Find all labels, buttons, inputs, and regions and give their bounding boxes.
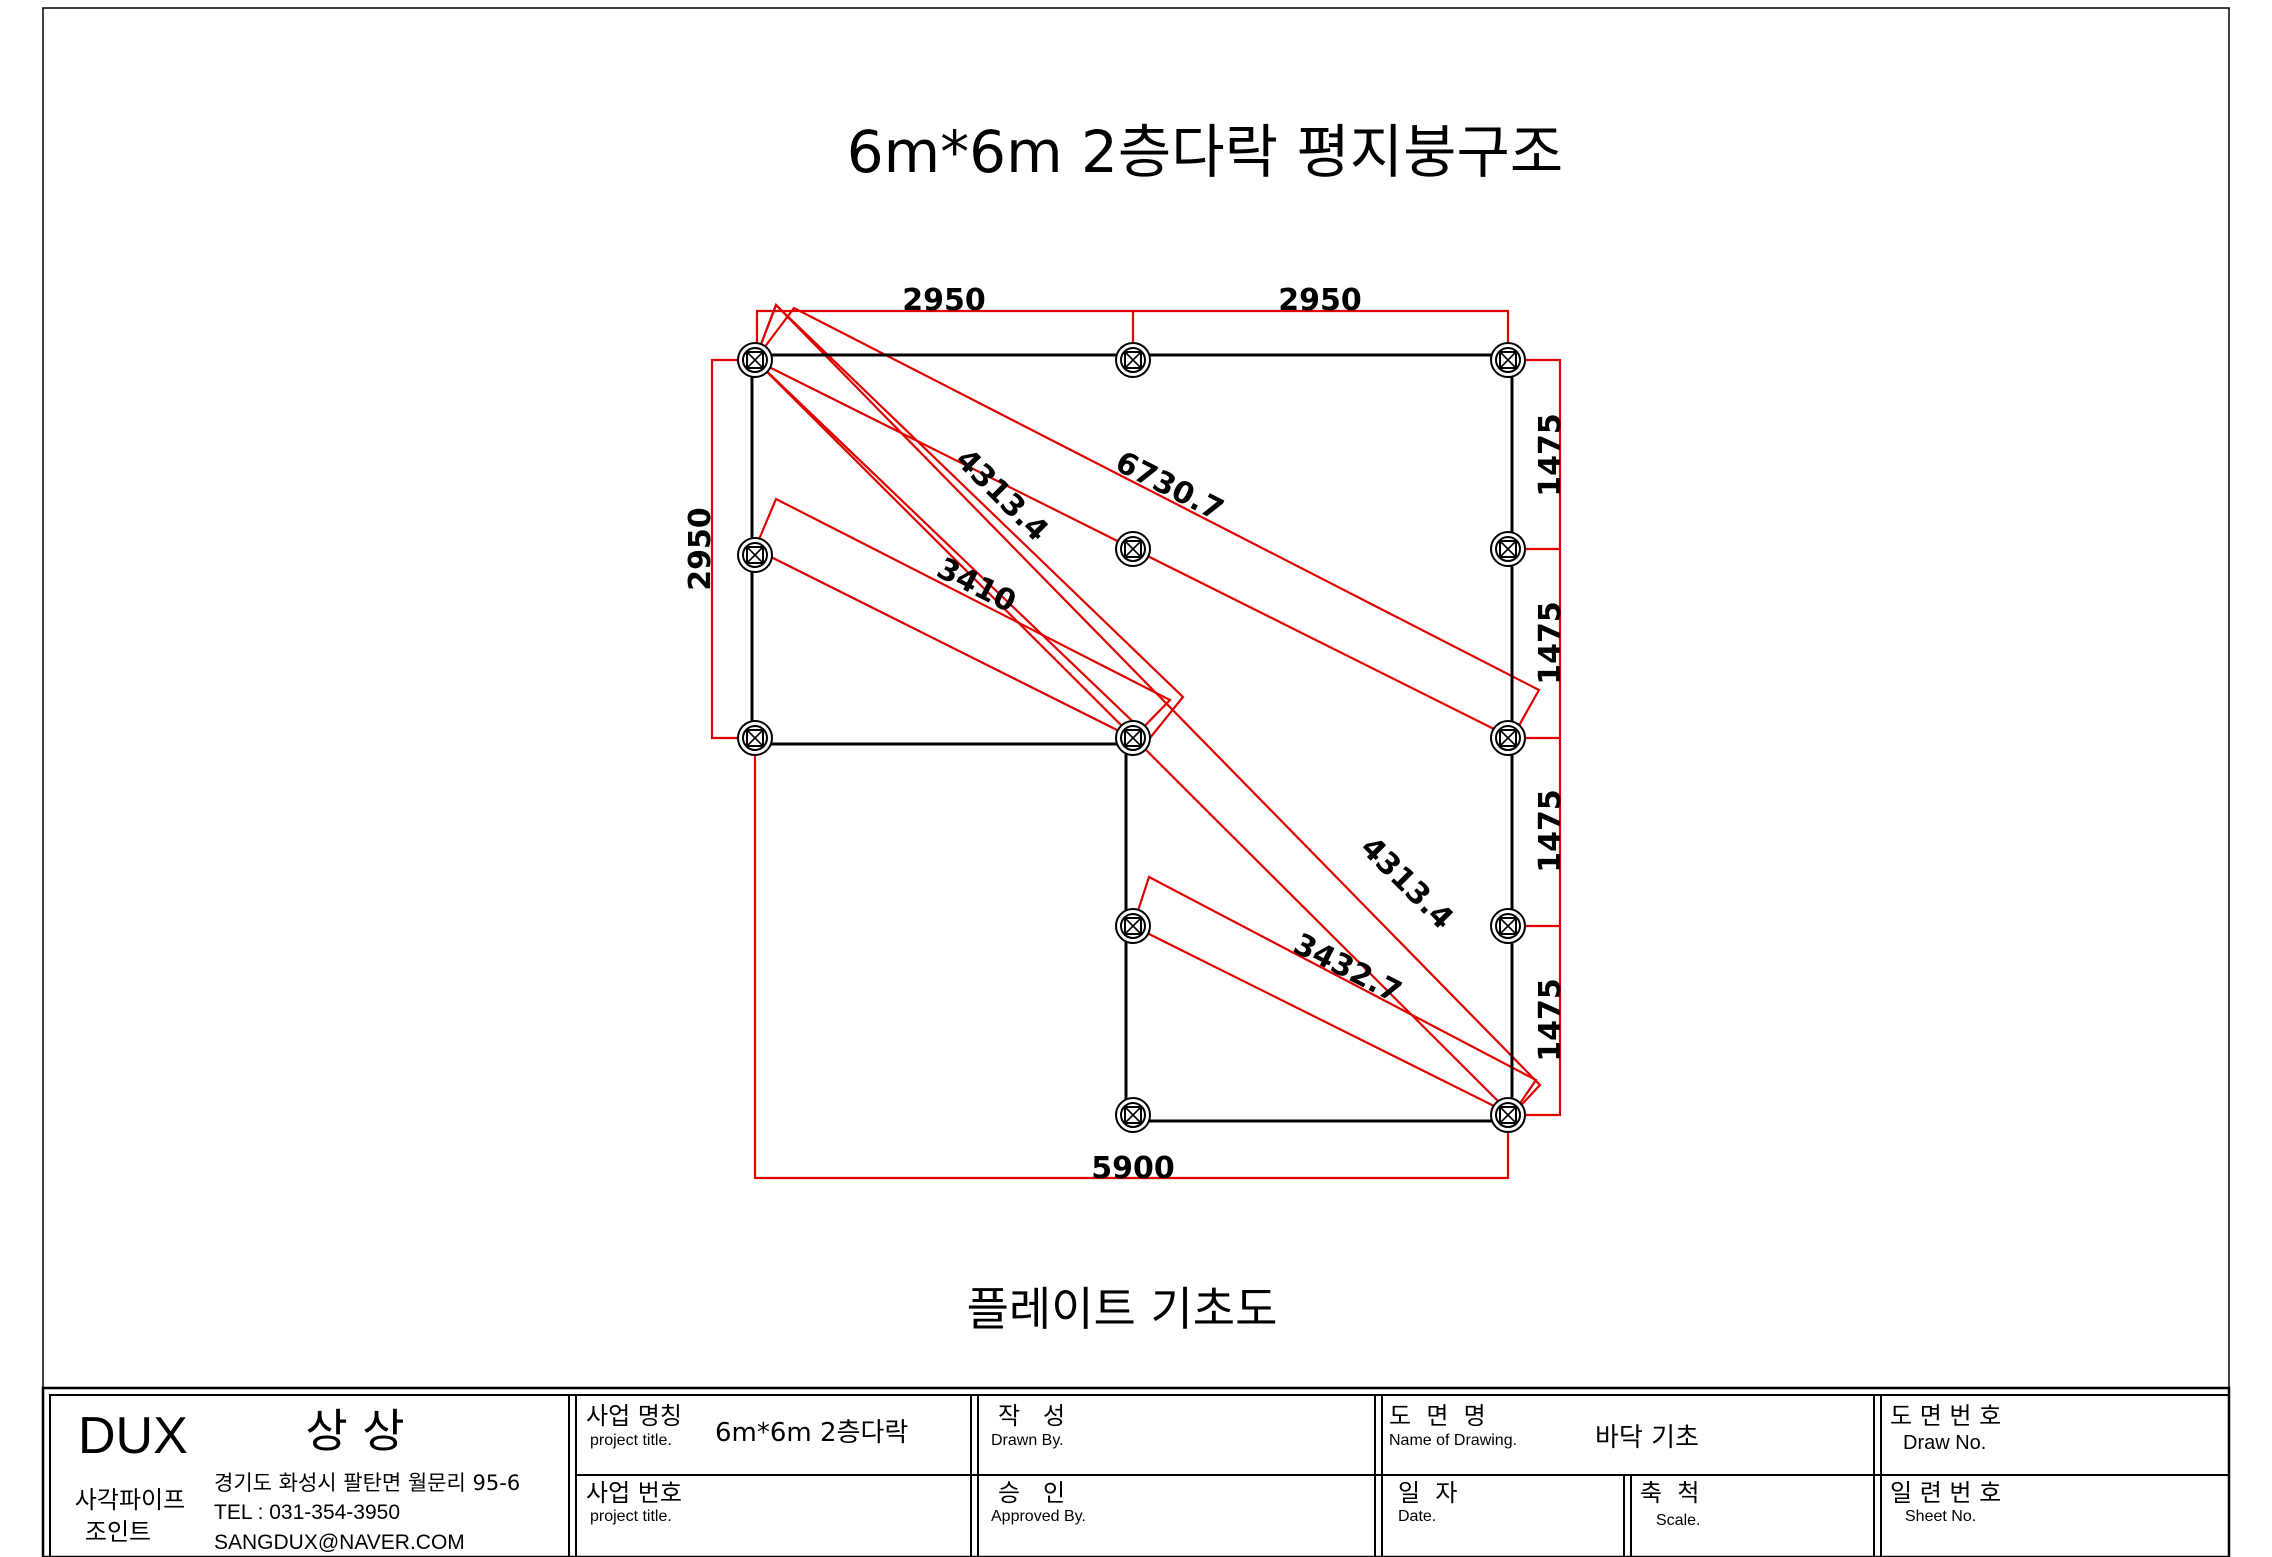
dim-top-left: 2950 — [902, 283, 986, 318]
scale-label-en: Scale. — [1656, 1512, 1700, 1529]
draw-no-label: 도 면 번 호 — [1890, 1402, 2001, 1430]
column-base — [1490, 908, 1526, 944]
dim-diag-upper-short: 4313.4 — [948, 442, 1055, 549]
dim-right-3: 1475 — [1533, 789, 1568, 873]
project-number-label: 사업 번호 — [586, 1479, 682, 1507]
floor-plan: 2950 2950 2950 1475 1475 1475 1475 5900 … — [683, 283, 1568, 1186]
column-base — [1490, 1097, 1526, 1133]
column-base — [1115, 908, 1151, 944]
column-base — [737, 720, 773, 756]
company-info: DUX 상 상 사각파이프 조인트 경기도 화성시 팔탄면 월문리 95-6 T… — [75, 1404, 520, 1554]
column-base — [1115, 531, 1151, 567]
draw-no-label-en: Draw No. — [1903, 1432, 1986, 1454]
column-base — [737, 537, 773, 573]
project-name-label-en: project title. — [590, 1432, 672, 1449]
project-name-value: 6m*6m 2층다락 — [715, 1418, 908, 1448]
column-base — [1115, 342, 1151, 378]
drawing-name-label-en: Name of Drawing. — [1389, 1432, 1517, 1449]
company-name: 상 상 — [305, 1404, 404, 1458]
left-dimension-line — [710, 358, 752, 740]
dim-diag-lower-long: 4313.4 — [1353, 830, 1460, 937]
date-label-en: Date. — [1398, 1508, 1436, 1525]
project-name-label: 사업 명칭 — [586, 1402, 682, 1430]
company-product-line1: 사각파이프 — [75, 1486, 185, 1514]
dim-left: 2950 — [683, 507, 718, 591]
drawing-name-value: 바닥 기초 — [1595, 1423, 1699, 1453]
column-base — [1115, 720, 1151, 756]
date-label: 일 자 — [1398, 1479, 1457, 1507]
company-brand: DUX — [78, 1407, 188, 1465]
diagonal-3432-7 — [1131, 875, 1538, 1117]
column-base — [737, 342, 773, 378]
dimension-lines — [710, 303, 1562, 1180]
dim-diag-upper-long: 6730.7 — [1110, 445, 1229, 529]
column-base — [1490, 342, 1526, 378]
drawing-name-label: 도 면 명 — [1389, 1402, 1486, 1430]
sheet-no-label-en: Sheet No. — [1905, 1508, 1976, 1525]
dim-right-2: 1475 — [1533, 601, 1568, 685]
dim-right-4: 1475 — [1533, 978, 1568, 1062]
drawn-by-label-en: Drawn By. — [991, 1432, 1064, 1449]
diagonal-6730-7 — [753, 306, 1541, 740]
drawing-subtitle: 플레이트 기초도 — [967, 1282, 1278, 1336]
column-base — [1490, 531, 1526, 567]
dim-diag-left-mid: 3410 — [931, 551, 1021, 620]
company-email: SANGDUX@NAVER.COM — [214, 1531, 465, 1554]
dim-top-right: 2950 — [1278, 283, 1362, 318]
diagonal-4313-4 — [753, 303, 1542, 1117]
title-block: DUX 상 상 사각파이프 조인트 경기도 화성시 팔탄면 월문리 95-6 T… — [41, 1386, 2231, 1557]
drawn-by-label: 작 성 — [998, 1402, 1065, 1430]
approved-by-label-en: Approved By. — [991, 1508, 1086, 1525]
sheet-border — [42, 7, 2230, 1557]
company-address: 경기도 화성시 팔탄면 월문리 95-6 — [214, 1471, 520, 1495]
sheet-no-label: 일 련 번 호 — [1890, 1479, 2001, 1507]
company-product-line2: 조인트 — [85, 1518, 151, 1546]
scale-label: 축 척 — [1640, 1479, 1699, 1507]
column-base — [1490, 720, 1526, 756]
drawing-title: 6m*6m 2층다락 평지붕구조 — [847, 118, 1563, 186]
project-number-label-en: project title. — [590, 1508, 672, 1525]
dim-bottom: 5900 — [1091, 1151, 1175, 1186]
bottom-dimension-line — [753, 738, 1510, 1180]
column-base — [1115, 1097, 1151, 1133]
dim-right-1: 1475 — [1533, 413, 1568, 497]
diagonal-3410 — [753, 497, 1172, 740]
company-tel: TEL : 031-354-3950 — [214, 1501, 400, 1524]
dim-diag-lower-short: 3432.7 — [1288, 927, 1407, 1011]
approved-by-label: 승 인 — [998, 1479, 1065, 1507]
